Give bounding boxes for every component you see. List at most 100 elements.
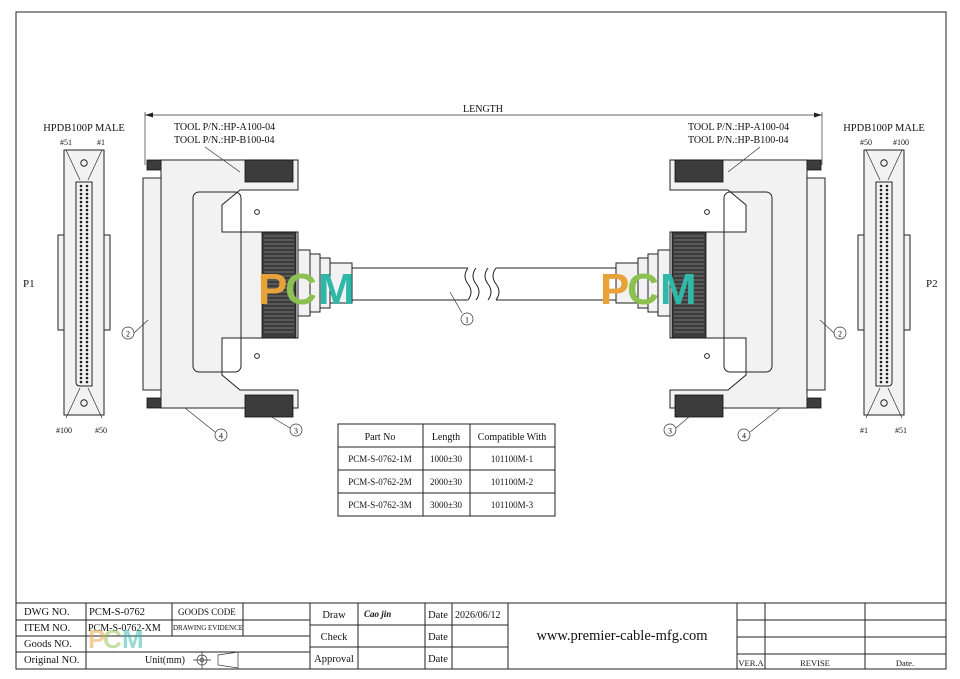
p2-label: P2 bbox=[926, 278, 938, 290]
left-callout-4: 4 bbox=[184, 407, 228, 442]
connector-pin bbox=[85, 280, 89, 284]
connector-pin bbox=[85, 368, 89, 372]
connector-pin bbox=[79, 280, 83, 284]
connector-pin bbox=[79, 224, 83, 228]
connector-pin bbox=[885, 304, 889, 308]
goods-code-label: GOODS CODE bbox=[178, 607, 236, 617]
connector-pin bbox=[79, 212, 83, 216]
connector-pin bbox=[85, 264, 89, 268]
draw-signature: Cao jin bbox=[364, 609, 391, 619]
connector-pin bbox=[885, 284, 889, 288]
ver-label: VER.A bbox=[738, 658, 764, 668]
right-callout-2: 2 bbox=[819, 319, 847, 340]
connector-pin bbox=[885, 312, 889, 316]
connector-pin bbox=[885, 196, 889, 200]
connector-pin bbox=[879, 264, 883, 268]
connector-pin bbox=[879, 280, 883, 284]
connector-pin bbox=[879, 360, 883, 364]
unit-label: Unit(mm) bbox=[145, 655, 185, 666]
connector-pin bbox=[879, 192, 883, 196]
connector-pin bbox=[79, 376, 83, 380]
svg-text:1: 1 bbox=[465, 316, 469, 325]
item-no-label: ITEM NO. bbox=[24, 623, 70, 634]
svg-text:4: 4 bbox=[742, 432, 746, 441]
date-value: 2026/06/12 bbox=[455, 610, 501, 621]
connector-pin bbox=[79, 200, 83, 204]
right-connector-face bbox=[857, 149, 911, 419]
logo-letter-p: P bbox=[258, 265, 287, 314]
p1-label: P1 bbox=[23, 278, 35, 290]
connector-pin bbox=[79, 324, 83, 328]
connector-pin bbox=[885, 328, 889, 332]
connector-pin bbox=[85, 380, 89, 384]
connector-pin bbox=[879, 248, 883, 252]
logo-letter-p: P bbox=[600, 265, 629, 314]
connector-pin bbox=[79, 304, 83, 308]
connector-pin bbox=[79, 320, 83, 324]
connector-pin bbox=[79, 316, 83, 320]
connector-pin bbox=[879, 356, 883, 360]
connector-pin bbox=[885, 208, 889, 212]
connector-pin bbox=[879, 320, 883, 324]
revise-label: REVISE bbox=[800, 658, 830, 668]
connector-pin bbox=[85, 340, 89, 344]
connector-pin bbox=[85, 348, 89, 352]
connector-pin bbox=[879, 364, 883, 368]
connector-pin bbox=[85, 288, 89, 292]
connector-pin bbox=[885, 348, 889, 352]
connector-pin bbox=[885, 252, 889, 256]
connector-pin bbox=[79, 360, 83, 364]
connector-pin bbox=[85, 224, 89, 228]
connector-pin bbox=[885, 364, 889, 368]
connector-pin bbox=[85, 372, 89, 376]
connector-pin bbox=[879, 260, 883, 264]
connector-pin bbox=[85, 268, 89, 272]
draw-label: Draw bbox=[322, 610, 346, 621]
connector-pin bbox=[885, 320, 889, 324]
title-block: DWG NO. PCM-S-0762 ITEM NO. PCM-S-0762-X… bbox=[15, 602, 947, 670]
connector-pin bbox=[79, 248, 83, 252]
connector-pin bbox=[79, 348, 83, 352]
connector-pin bbox=[85, 252, 89, 256]
connector-pin bbox=[885, 308, 889, 312]
connector-pin bbox=[79, 184, 83, 188]
connector-pin bbox=[879, 324, 883, 328]
right-tool-a: TOOL P/N.:HP-A100-04 bbox=[688, 122, 789, 133]
connector-pin bbox=[885, 264, 889, 268]
connector-pin bbox=[85, 300, 89, 304]
connector-pin bbox=[885, 224, 889, 228]
svg-text:2: 2 bbox=[126, 330, 130, 339]
connector-pin bbox=[879, 220, 883, 224]
table-cell: 101100M-2 bbox=[491, 477, 533, 487]
connector-pin bbox=[79, 244, 83, 248]
title-block-pcm-logo: P C M bbox=[88, 624, 144, 654]
connector-pin bbox=[879, 348, 883, 352]
connector-pin bbox=[885, 184, 889, 188]
connector-pin bbox=[885, 340, 889, 344]
connector-pin bbox=[879, 292, 883, 296]
connector-pin bbox=[85, 376, 89, 380]
connector-pin bbox=[885, 372, 889, 376]
connector-pin bbox=[885, 240, 889, 244]
connector-pin bbox=[79, 308, 83, 312]
connector-pin bbox=[879, 244, 883, 248]
connector-pin bbox=[85, 352, 89, 356]
connector-pin bbox=[79, 336, 83, 340]
connector-pin bbox=[885, 188, 889, 192]
logo-letter-c: C bbox=[627, 265, 659, 314]
connector-pin bbox=[85, 236, 89, 240]
connector-pin bbox=[885, 200, 889, 204]
connector-pin bbox=[79, 296, 83, 300]
connector-pin bbox=[885, 228, 889, 232]
connector-pin bbox=[879, 312, 883, 316]
date-label-1: Date bbox=[428, 610, 448, 621]
parts-table: Part No Length Compatible With PCM-S-076… bbox=[337, 423, 556, 517]
goods-no-label: Goods NO. bbox=[24, 639, 72, 650]
connector-pin bbox=[879, 332, 883, 336]
logo-letter-c: C bbox=[103, 624, 122, 654]
table-header-part-no: Part No bbox=[365, 432, 396, 443]
connector-pin bbox=[879, 308, 883, 312]
connector-pin bbox=[85, 276, 89, 280]
connector-pin bbox=[85, 320, 89, 324]
connector-pin bbox=[885, 368, 889, 372]
